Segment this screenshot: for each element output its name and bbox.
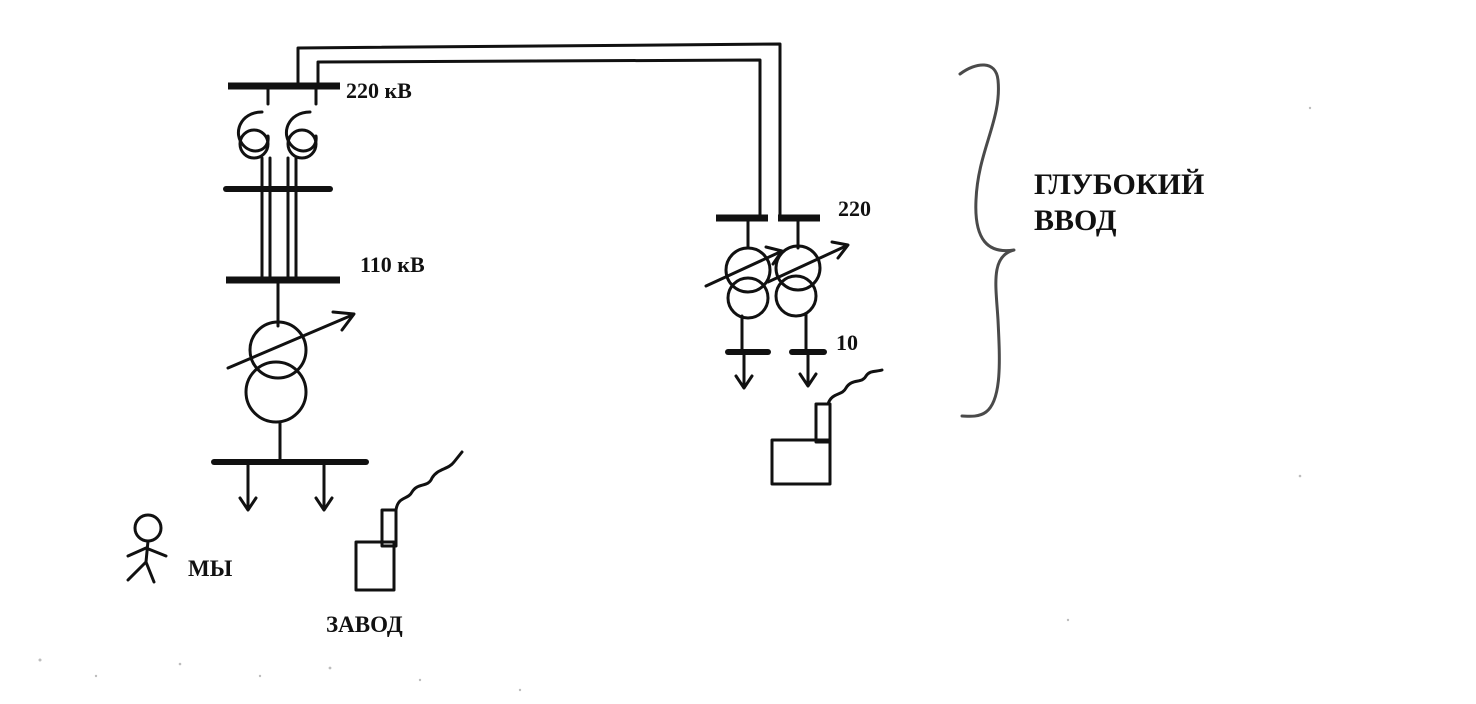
left-regulating-transformer — [226, 310, 356, 424]
right-feeder-1-arrow — [734, 352, 754, 390]
label-110kv: 110 кВ — [360, 252, 425, 277]
220kv-double-line — [296, 42, 782, 218]
left-autotransformer-2 — [285, 110, 318, 160]
person-icon — [126, 513, 168, 584]
label-my: МЫ — [188, 556, 233, 581]
right-transformer-2 — [774, 244, 822, 318]
right-feeder-2-arrow — [798, 352, 818, 388]
left-substation — [211, 82, 369, 512]
right-transformer-1 — [724, 246, 772, 320]
left-feeder-2-arrow — [314, 462, 334, 512]
right-substation — [704, 214, 850, 390]
right-regulation-arrow-1 — [704, 245, 784, 288]
label-10kv: 10 — [836, 330, 858, 355]
left-autotransformer-1 — [237, 110, 270, 160]
label-zavod: ЗАВОД — [326, 612, 403, 637]
scan-noise — [38, 106, 1312, 692]
right-regulation-arrow-2 — [766, 240, 850, 284]
label-220kv-left: 220 кВ — [346, 78, 412, 103]
left-factory-icon — [354, 450, 464, 592]
deep-entry-brace — [958, 63, 1016, 418]
left-feeder-1-arrow — [238, 462, 258, 512]
label-deep-entry-line2: ВВОД — [1034, 204, 1117, 237]
label-deep-entry-line1: ГЛУБОКИЙ — [1034, 168, 1204, 201]
label-220-right: 220 — [838, 196, 871, 221]
right-factory-icon — [770, 368, 884, 486]
